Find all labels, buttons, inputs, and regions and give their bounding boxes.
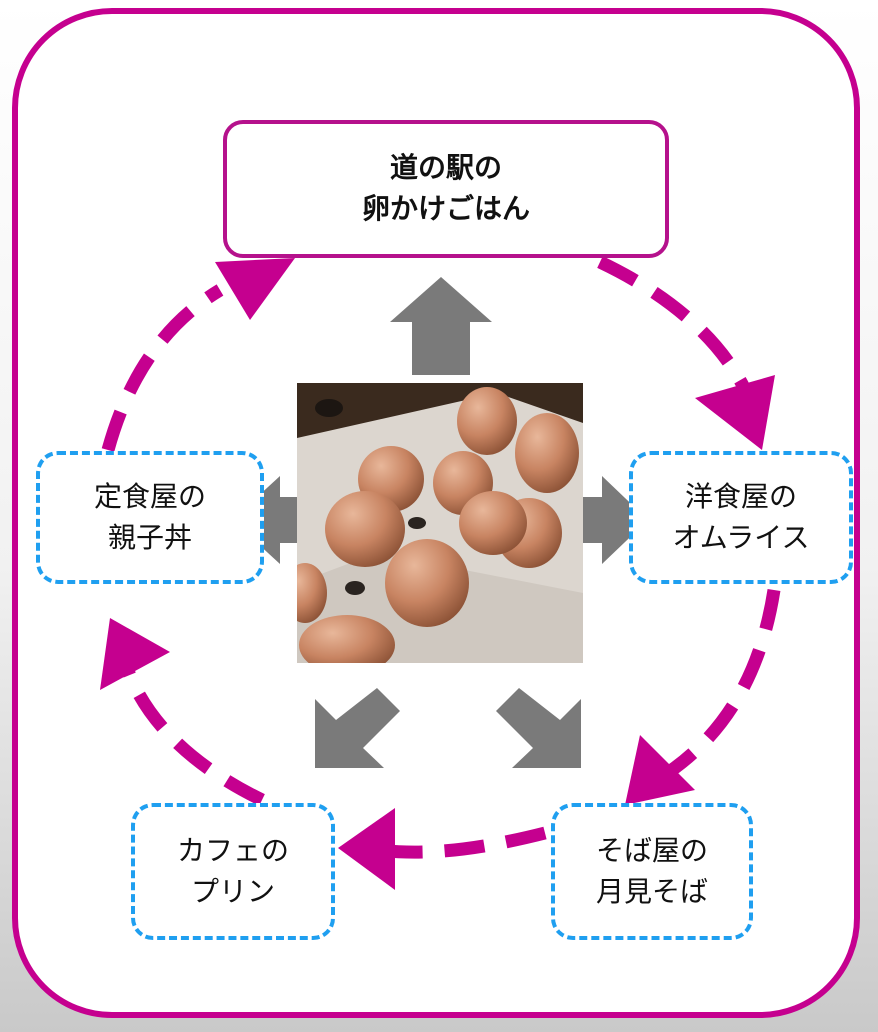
node-yoshokuya-omurice: 洋食屋の オムライス <box>629 451 853 584</box>
node-title-line2: 卵かけごはん <box>361 192 530 225</box>
cycle-arrow-bottom-left-to-left <box>118 660 265 806</box>
cycle-arrow-bottom-right-to-bottom-left <box>377 826 547 859</box>
node-left-line1: 定食屋の <box>93 479 206 513</box>
cycle-arrow-left-to-top <box>101 284 224 452</box>
arrowhead-left <box>100 618 170 690</box>
cycle-arrow-top-to-right <box>597 256 759 408</box>
eggs-in-carton-photo <box>297 383 583 663</box>
node-sobaya-tsukimi-soba: そば屋の 月見そば <box>551 803 753 940</box>
node-left-line2: 親子丼 <box>107 520 192 554</box>
node-bottom-right-line1: そば屋の <box>595 833 708 867</box>
spoke-arrow-down-right <box>496 688 581 768</box>
spoke-arrow-down-left <box>315 688 400 768</box>
node-bottom-left-line1: カフェの <box>176 833 289 867</box>
node-bottom-right-line2: 月見そば <box>595 874 708 908</box>
cycle-arrow-right-to-bottom-right <box>656 588 781 784</box>
arrowhead-bottom-right <box>625 735 695 805</box>
node-cafe-pudding: カフェの プリン <box>131 803 335 940</box>
node-michinoeki-tamago-kake-gohan: 道の駅の 卵かけごはん <box>223 120 669 258</box>
arrowhead-top <box>215 258 295 320</box>
node-right-line2: オムライス <box>672 520 810 554</box>
arrowhead-bottom-left <box>338 808 395 890</box>
arrowhead-right <box>695 375 775 450</box>
spoke-arrow-up <box>390 277 492 375</box>
node-right-line1: 洋食屋の <box>684 479 797 513</box>
node-bottom-left-line2: プリン <box>190 874 275 908</box>
node-teishokuya-oyakodon: 定食屋の 親子丼 <box>36 451 264 584</box>
node-title-line1: 道の駅の <box>389 151 502 185</box>
